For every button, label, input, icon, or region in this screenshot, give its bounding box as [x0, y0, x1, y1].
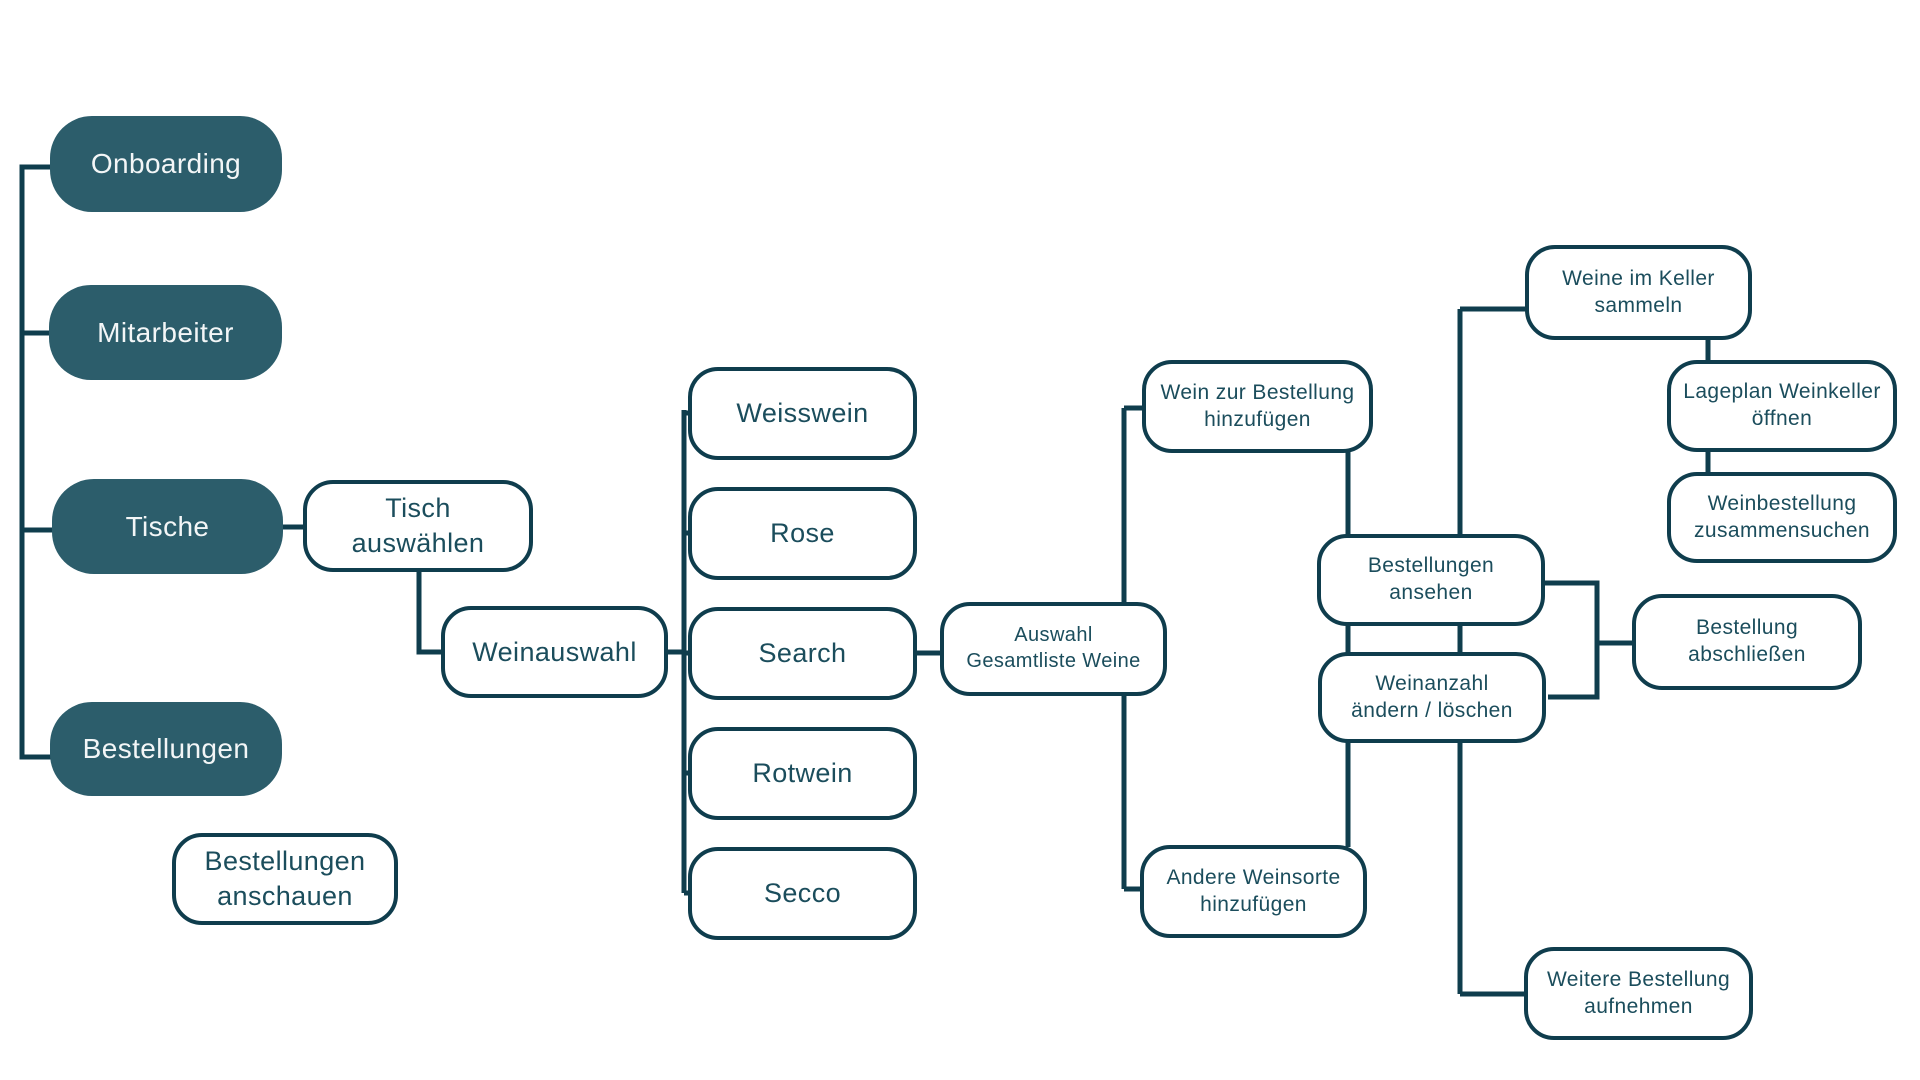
- node-weinauswahl: Weinauswahl: [441, 606, 668, 698]
- node-weine-im-keller-sammeln: Weine im Keller sammeln: [1525, 245, 1752, 340]
- node-weinbestellung-zusammensuchen: Weinbestellung zusammensuchen: [1667, 472, 1897, 563]
- node-rotwein: Rotwein: [688, 727, 917, 820]
- connector-tischauswaehlen-weinauswahl: [416, 570, 443, 655]
- node-bestellung-abschliessen: Bestellung abschließen: [1632, 594, 1862, 690]
- node-bestellungen-anschauen: Bestellungen anschauen: [172, 833, 398, 925]
- node-lageplan-weinkeller-oeffnen: Lageplan Weinkeller öffnen: [1667, 360, 1897, 452]
- node-mitarbeiter: Mitarbeiter: [49, 285, 282, 380]
- node-wein-zur-bestellung-hinzufuegen: Wein zur Bestellung hinzufügen: [1142, 360, 1373, 453]
- node-search: Search: [688, 607, 917, 700]
- node-rose: Rose: [688, 487, 917, 580]
- node-secco: Secco: [688, 847, 917, 940]
- node-onboarding: Onboarding: [50, 116, 282, 212]
- node-bestellungen: Bestellungen: [50, 702, 282, 796]
- node-auswahl-gesamtliste-weine: Auswahl Gesamtliste Weine: [940, 602, 1167, 696]
- node-tisch-auswaehlen: Tisch auswählen: [303, 480, 533, 572]
- connector-bracket: [1543, 580, 1600, 700]
- connector-left-spine: [19, 164, 52, 760]
- node-weitere-bestellung-aufnehmen: Weitere Bestellung aufnehmen: [1524, 947, 1753, 1040]
- node-bestellungen-ansehen: Bestellungen ansehen: [1317, 534, 1545, 626]
- node-weinanzahl-aendern-loeschen: Weinanzahl ändern / löschen: [1318, 652, 1546, 743]
- node-tische: Tische: [52, 479, 283, 574]
- node-andere-weinsorte-hinzufuegen: Andere Weinsorte hinzufügen: [1140, 845, 1367, 938]
- node-weisswein: Weisswein: [688, 367, 917, 460]
